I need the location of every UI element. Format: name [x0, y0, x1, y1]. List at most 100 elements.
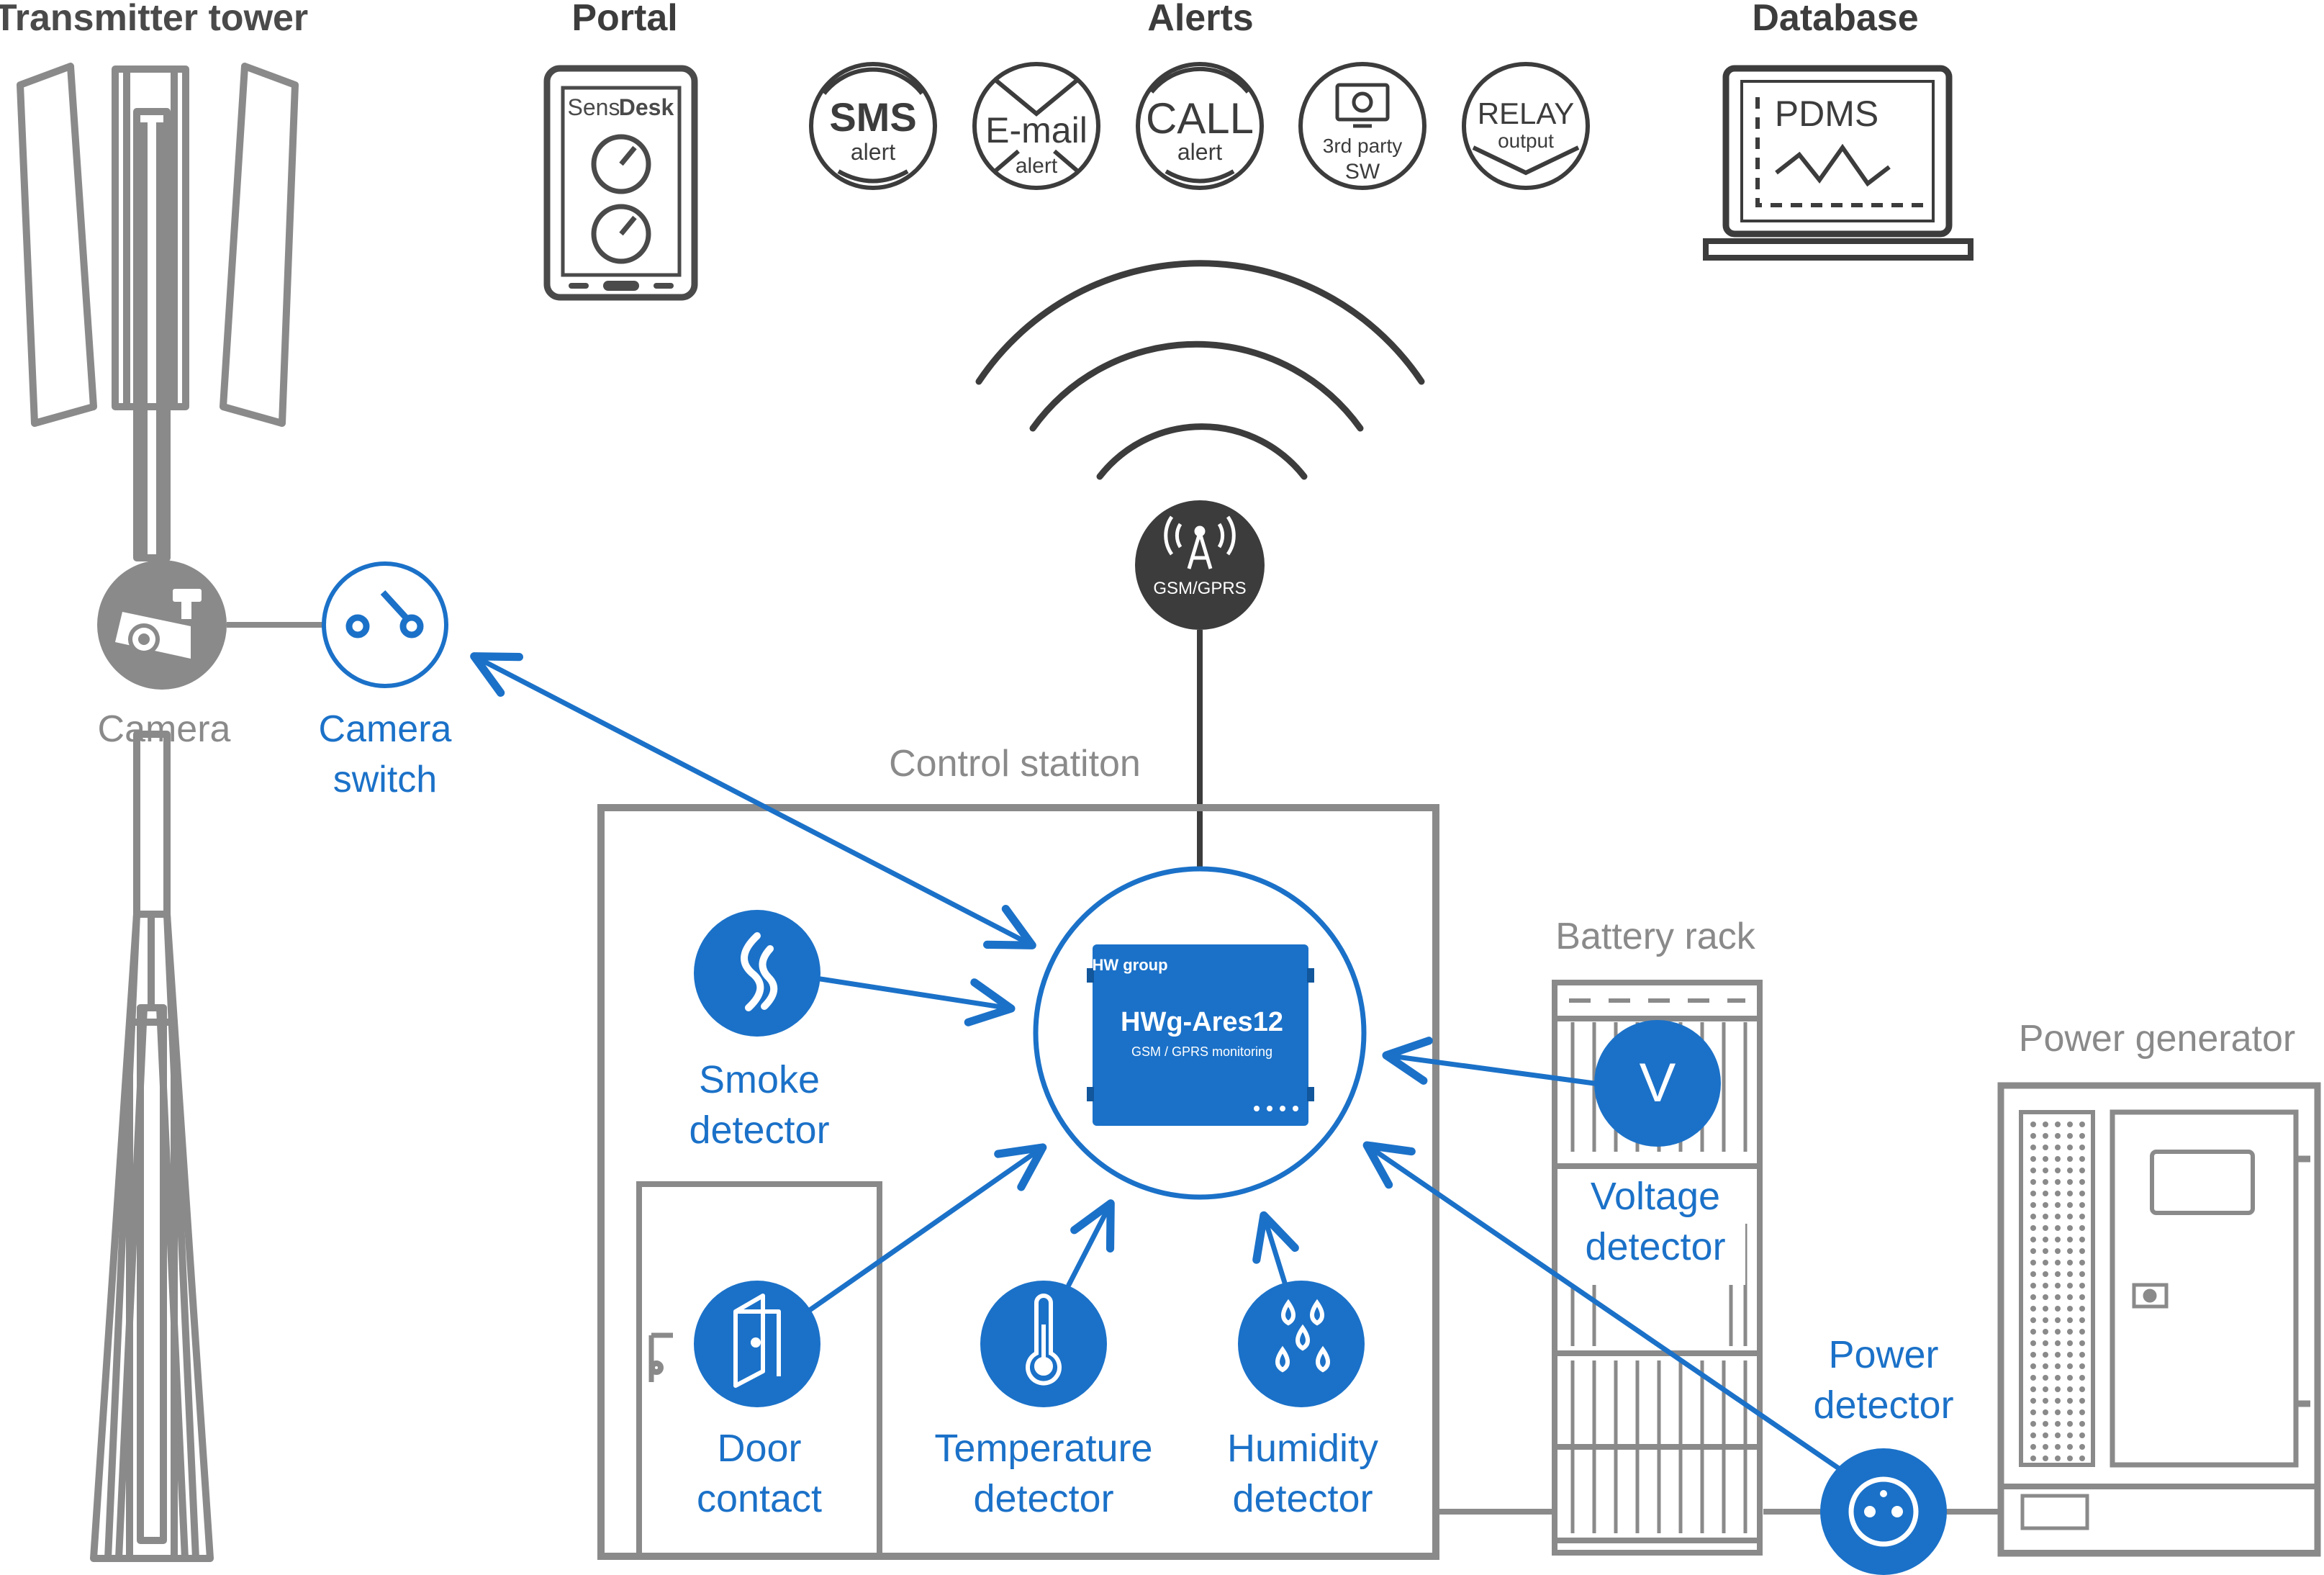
grille-dot [2055, 1168, 2061, 1173]
arrow-smoke [818, 976, 1016, 1026]
grille-dot [2079, 1168, 2085, 1173]
grille-dot [2055, 1432, 2061, 1438]
door-label-1: Door [717, 1427, 801, 1470]
grille-dot [2055, 1156, 2061, 1162]
grille-dot [2079, 1386, 2085, 1392]
transmitter-tower [17, 63, 299, 1562]
grille-dot [2079, 1317, 2085, 1323]
power-label-1: Power [1828, 1333, 1938, 1376]
device-name: HWg-Ares12 [1121, 1007, 1283, 1037]
portal-brand-light: Sens [568, 94, 620, 120]
grille-dot [2079, 1432, 2085, 1438]
grille-dot [2079, 1456, 2085, 1461]
control-station-title: Control statiton [889, 743, 1141, 785]
grille-dot [2055, 1202, 2061, 1208]
grille-dot [2043, 1133, 2048, 1139]
grille-dot [2079, 1225, 2085, 1231]
grille-dot [2079, 1375, 2085, 1381]
camera-label: Camera [98, 708, 231, 750]
grille-dot [2043, 1168, 2048, 1173]
arrow-power [1362, 1141, 1842, 1471]
arrow-camera-switch [470, 652, 1036, 949]
grille-dot [2067, 1456, 2073, 1461]
grille-dot [2055, 1248, 2061, 1254]
power-generator [1997, 1082, 2321, 1557]
grille-dot [2030, 1168, 2036, 1173]
grille-dot [2043, 1421, 2048, 1427]
grille-dot [2067, 1248, 2073, 1254]
grille-dot [2043, 1179, 2048, 1185]
grille-dot [2055, 1317, 2061, 1323]
grille-dot [2079, 1306, 2085, 1312]
grille-dot [2079, 1248, 2085, 1254]
grille-dot [2030, 1260, 2036, 1265]
alert-relay-sub: output [1498, 130, 1554, 152]
smoke-label-1: Smoke [699, 1058, 820, 1101]
phone-home-button [603, 281, 639, 291]
grille-dot [2043, 1317, 2048, 1323]
droplets-icon [1275, 1299, 1330, 1373]
grille-dot [2030, 1329, 2036, 1335]
grille-dot [2043, 1260, 2048, 1265]
grille-dot [2043, 1248, 2048, 1254]
door-frame [636, 1181, 882, 1553]
grille-dot [2030, 1294, 2036, 1300]
grille-dot [2030, 1122, 2036, 1127]
gauge-icon [591, 134, 651, 264]
grille-dot [2030, 1145, 2036, 1150]
grille-dot [2043, 1202, 2048, 1208]
grille-dot [2067, 1432, 2073, 1438]
voltage-label-2: detector [1585, 1225, 1725, 1268]
grille-dot [2030, 1398, 2036, 1404]
grille-dot [2030, 1237, 2036, 1242]
monitor-icon [1335, 83, 1390, 122]
grille-dot [2055, 1145, 2061, 1150]
grille-dot [2079, 1260, 2085, 1265]
alert-call: CALL alert [1136, 62, 1264, 190]
grille-dot [2030, 1283, 2036, 1289]
grille-dot [2043, 1145, 2048, 1150]
arrow-humidity [1252, 1211, 1299, 1286]
gear-icon [1352, 91, 1373, 113]
grille-dot [2079, 1191, 2085, 1196]
grille-dot [2043, 1122, 2048, 1127]
grille-dot [2067, 1122, 2073, 1127]
grille-dot [2079, 1294, 2085, 1300]
temperature-label-2: detector [973, 1477, 1113, 1520]
grille-dot [2055, 1179, 2061, 1185]
grille-dot [2079, 1444, 2085, 1450]
grille-dot [2043, 1306, 2048, 1312]
grille-dot [2079, 1271, 2085, 1277]
arrow-voltage [1382, 1037, 1597, 1086]
camera-switch-node [322, 561, 448, 688]
grille-dot [2030, 1340, 2036, 1346]
grille-dot [2043, 1409, 2048, 1415]
grille-dot [2067, 1398, 2073, 1404]
alert-email-sub: alert [1016, 154, 1058, 178]
grille-dot [2055, 1225, 2061, 1231]
humidity-detector-node [1238, 1281, 1365, 1407]
grille-dot [2055, 1133, 2061, 1139]
grille-dot [2079, 1202, 2085, 1208]
grille-dot [2067, 1352, 2073, 1358]
grille-dot [2055, 1329, 2061, 1335]
grille-dot [2030, 1375, 2036, 1381]
arrow-door [807, 1143, 1047, 1313]
alerts-title: Alerts [1147, 0, 1253, 39]
grille-dot [2043, 1386, 2048, 1392]
database-title: Database [1752, 0, 1918, 39]
grille-dot [2030, 1271, 2036, 1277]
grille-dot [2067, 1214, 2073, 1219]
grille-dot [2067, 1306, 2073, 1312]
grille-dot [2055, 1375, 2061, 1381]
alert-email-title: E-mail [985, 110, 1088, 150]
grille-dot [2067, 1202, 2073, 1208]
grille-dot [2079, 1237, 2085, 1242]
grille-dot [2079, 1398, 2085, 1404]
grille-dot [2030, 1179, 2036, 1185]
portal-phone: Sens Desk [543, 65, 698, 301]
alert-relay: RELAY output [1462, 62, 1590, 190]
grille-dot [2030, 1133, 2036, 1139]
chart-line-icon [1775, 143, 1891, 187]
